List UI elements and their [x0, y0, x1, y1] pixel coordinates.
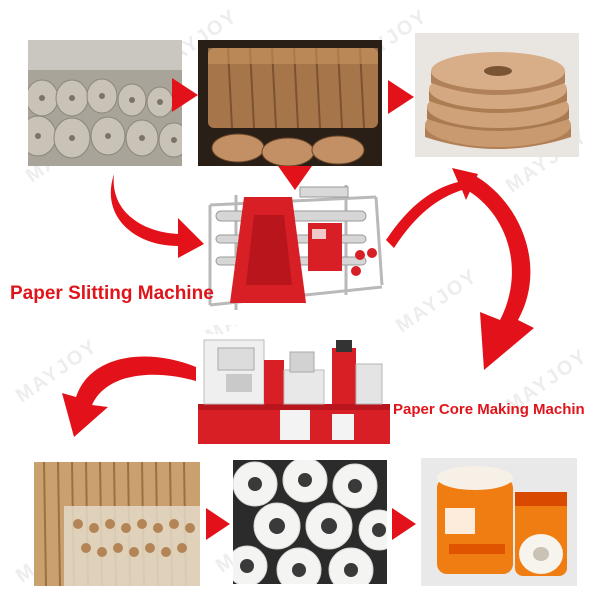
paper-core-making-machine-photo — [198, 334, 390, 450]
slit-kraft-rolls-photo — [198, 40, 382, 166]
arrow-down-icon — [278, 166, 312, 190]
arrow-right-icon — [392, 508, 416, 540]
arrow-right-icon — [172, 78, 198, 112]
toilet-rolls-photo — [233, 460, 387, 584]
curved-arrow-icon — [410, 170, 550, 380]
paper-slitting-machine-label: Paper Slitting Machine — [10, 283, 214, 304]
curved-arrow-icon — [50, 345, 200, 440]
arrow-right-icon — [388, 80, 414, 114]
packaged-toilet-rolls-photo — [421, 458, 577, 586]
paper-slitting-machine-photo — [196, 175, 392, 325]
paper-core-making-machine-label: Paper Core Making Machin — [393, 401, 585, 418]
kraft-paper-strip-rolls-photo — [415, 33, 579, 157]
paper-cores-stack-photo — [34, 462, 200, 586]
jumbo-kraft-rolls-photo — [28, 40, 182, 166]
curved-arrow-icon — [100, 160, 210, 260]
curved-arrow-icon — [380, 160, 480, 250]
arrow-right-icon — [206, 508, 230, 540]
